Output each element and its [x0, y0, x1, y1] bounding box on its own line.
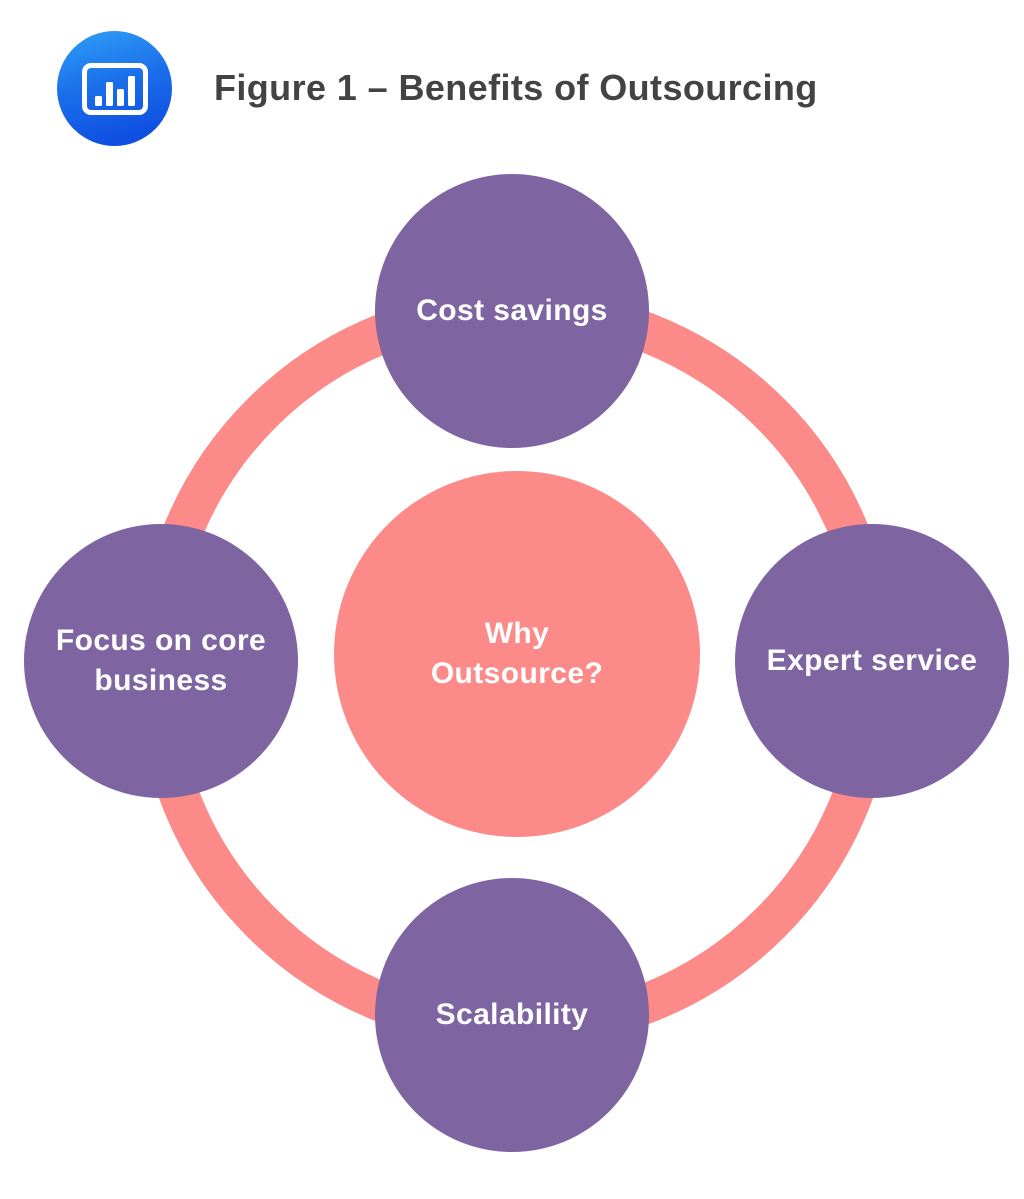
bar-chart-bar [105, 81, 113, 106]
bar-chart-bar [127, 75, 135, 106]
node-label: Focus on core business [55, 624, 267, 697]
center-why-outsource: Why Outsource? [334, 471, 700, 837]
node-scalability: Scalability [375, 878, 649, 1152]
bar-chart-icon [57, 31, 172, 146]
node-label: Scalability [435, 998, 589, 1032]
node-expert-service: Expert service [735, 524, 1009, 798]
node-focus-core-business: Focus on core business [24, 524, 298, 798]
center-label: Why Outsource? [430, 617, 604, 690]
figure-title: Figure 1 – Benefits of Outsourcing [214, 67, 818, 108]
node-cost-savings: Cost savings [375, 174, 649, 448]
bar-chart-frame [81, 62, 148, 115]
bar-chart-bar [116, 88, 124, 106]
bar-chart-bar [94, 95, 102, 106]
node-label: Cost savings [416, 294, 608, 328]
node-label: Expert service [766, 644, 978, 678]
